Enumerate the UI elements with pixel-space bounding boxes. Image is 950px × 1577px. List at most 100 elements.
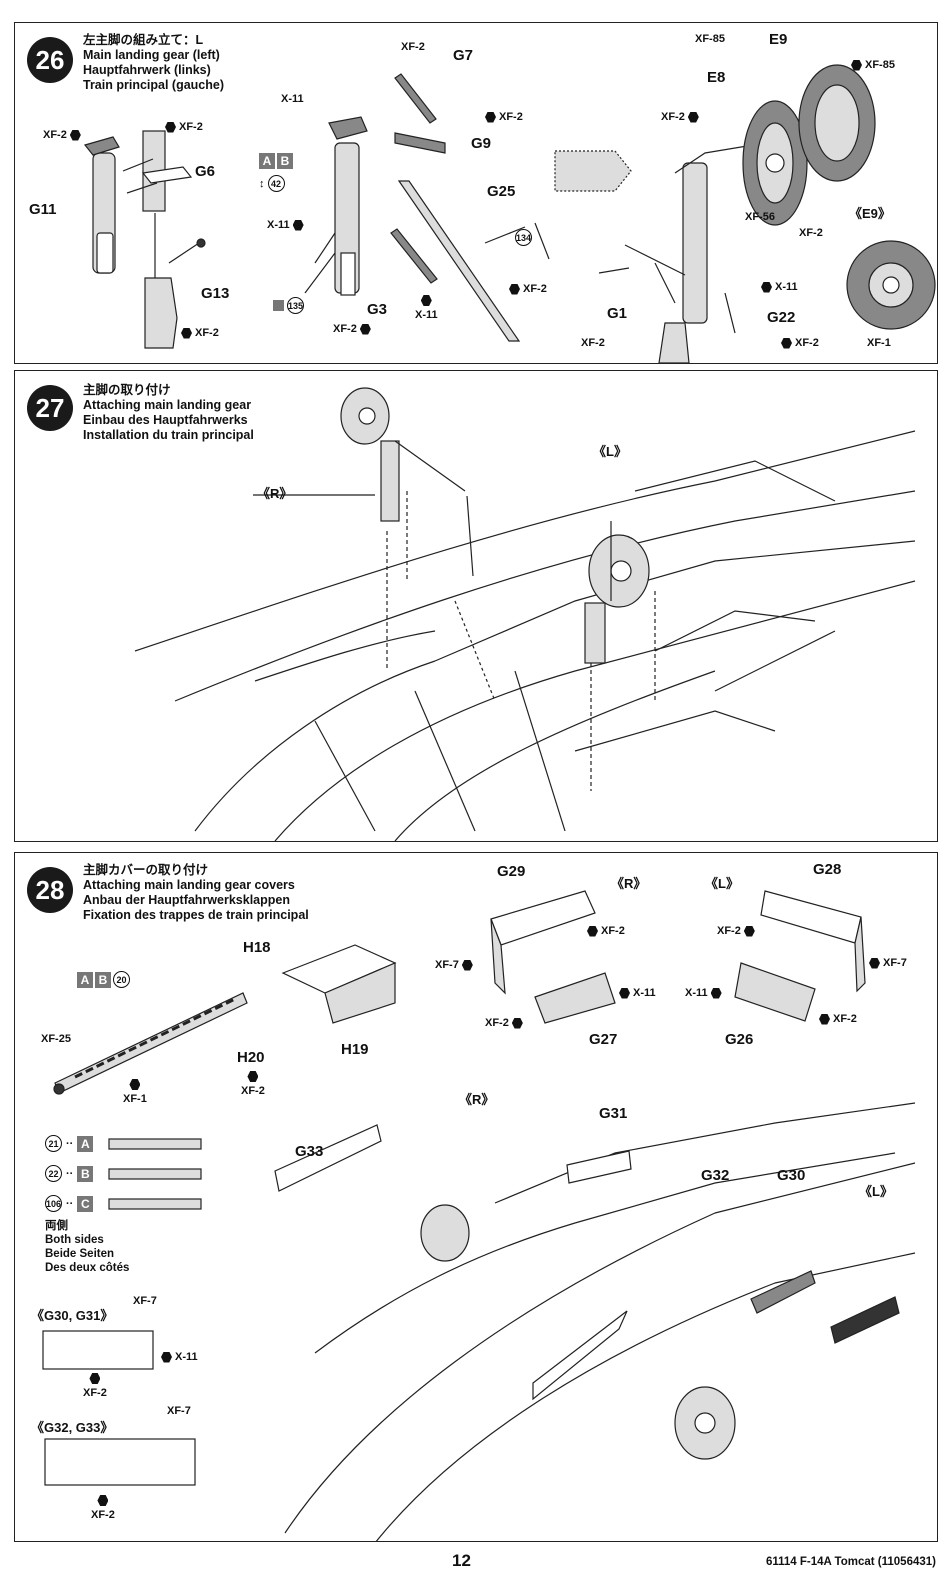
paint-xf85-b: XF-85	[851, 59, 895, 71]
inset-g32-g33-label: 《G32, G33》	[31, 1420, 114, 1435]
step-27-panel: 27 主脚の取り付け Attaching main landing gear E…	[14, 370, 938, 842]
paint-icon	[129, 1079, 141, 1090]
step-26-title: 左主脚の組み立て：L Main landing gear (left) Haup…	[83, 33, 224, 93]
paint-xf2-26f: XF-2	[333, 323, 371, 335]
inset-g30-g31-label: 《G30, G31》	[31, 1308, 114, 1323]
step-26-title-en: Main landing gear (left)	[83, 48, 220, 62]
decal-number: 42	[267, 175, 285, 192]
paint-xf2-26b: XF-2	[165, 121, 203, 133]
paint-icon	[461, 959, 473, 971]
part-g32-label: G32	[701, 1167, 730, 1184]
step-26-drawing	[83, 64, 936, 363]
paint-code: XF-2	[499, 111, 523, 123]
paint-code: X-11	[633, 987, 656, 999]
paint-icon	[687, 111, 699, 123]
part-g11-label: G11	[29, 201, 57, 218]
paint-xf7-28b: XF-7	[869, 957, 907, 969]
page-number: 12	[452, 1551, 471, 1570]
step-28-title: 主脚カバーの取り付け Attaching main landing gear c…	[83, 863, 309, 923]
paint-icon	[710, 987, 722, 999]
decal-number: 22	[45, 1165, 62, 1182]
product-code: 61114 F-14A Tomcat (11056431)	[765, 1556, 936, 1568]
paint-icon	[420, 295, 432, 306]
part-g26-label: G26	[725, 1031, 754, 1048]
part-g7-label: G7	[453, 47, 474, 64]
paint-xf7-28c: XF-7	[133, 1295, 157, 1307]
paint-icon	[161, 1351, 172, 1363]
paint-code: XF-85	[695, 33, 725, 45]
side-tag-left-27: 《L》	[593, 444, 627, 459]
side-tag-right-28a: 《R》	[611, 876, 647, 891]
paint-code: XF-1	[123, 1093, 147, 1105]
side-tag-left-28b: 《L》	[859, 1184, 893, 1199]
decal-42: ↕42	[259, 175, 285, 192]
step-27-drawing	[134, 387, 916, 841]
paint-xf2-28e: XF-2	[241, 1071, 265, 1097]
paint-x11-26b: X-11	[267, 219, 304, 231]
decal-134: 134	[515, 229, 532, 246]
part-g31-label: G31	[599, 1105, 628, 1122]
marker-a: A	[77, 971, 93, 988]
paint-xf2-28d: XF-2	[819, 1013, 857, 1025]
step-27-title-en: Attaching main landing gear	[83, 398, 252, 412]
paint-code: XF-2	[241, 1085, 265, 1097]
marker-a: A	[77, 1135, 94, 1152]
paint-code: XF-2	[833, 1013, 857, 1025]
paint-code: X-11	[415, 309, 438, 321]
step-28-panel: 28 主脚カバーの取り付け Attaching main landing gea…	[14, 852, 938, 1542]
paint-code: XF-25	[41, 1033, 71, 1045]
decal-number: 134	[515, 229, 532, 246]
paint-xf2-28g: XF-2	[91, 1495, 115, 1521]
part-h18-label: H18	[243, 939, 271, 956]
paint-icon	[743, 925, 755, 937]
both-sides-jp: 両側	[45, 1220, 68, 1232]
step-28-title-de: Anbau der Hauptfahrwerksklappen	[83, 893, 290, 907]
paint-xf7-28d: XF-7	[167, 1405, 191, 1417]
decal-number: 135	[287, 297, 304, 314]
paint-x11-26a: X-11	[281, 93, 304, 105]
paint-xf2-28b: XF-2	[485, 1017, 523, 1029]
paint-icon	[509, 283, 520, 295]
part-g22-label: G22	[767, 309, 796, 326]
paint-code: XF-2	[799, 227, 823, 239]
paint-code: XF-7	[435, 959, 459, 971]
ab-marker-28: A B 20	[77, 971, 130, 988]
paint-x11-26d: X-11	[761, 281, 798, 293]
paint-code: XF-2	[195, 327, 219, 339]
paint-code: XF-85	[865, 59, 895, 71]
step-28-title-jp: 主脚カバーの取り付け	[83, 863, 209, 877]
paint-code: XF-2	[179, 121, 203, 133]
marker-a: A	[259, 153, 275, 169]
paint-xf1-28: XF-1	[123, 1079, 147, 1105]
paint-code: XF-2	[581, 337, 605, 349]
paint-xf2-26h: XF-2	[661, 111, 699, 123]
paint-icon	[97, 1495, 109, 1506]
decal-icon	[273, 300, 284, 311]
side-tag-right-28b: 《R》	[459, 1092, 495, 1107]
part-e9-alt-label: 《E9》	[849, 206, 891, 221]
paint-icon	[587, 925, 598, 937]
paint-icon	[89, 1373, 101, 1384]
paint-icon	[819, 1013, 830, 1025]
paint-xf2-26d: XF-2	[401, 41, 425, 53]
paint-code: XF-2	[91, 1509, 115, 1521]
marker-b: B	[77, 1165, 94, 1182]
paint-xf85-a: XF-85	[695, 33, 725, 45]
decal-number: 21	[45, 1135, 62, 1152]
part-g1-label: G1	[607, 305, 628, 322]
decal-legend-22: 22··B	[45, 1165, 94, 1182]
paint-icon	[511, 1017, 523, 1029]
paint-icon	[485, 111, 496, 123]
part-g30-label: G30	[777, 1167, 806, 1184]
paint-xf56: XF-56	[745, 211, 775, 223]
paint-code: XF-7	[167, 1405, 191, 1417]
paint-code: XF-2	[717, 925, 741, 937]
paint-icon	[292, 219, 304, 231]
paint-icon	[851, 59, 862, 71]
marker-b: B	[277, 153, 293, 169]
paint-xf2-26c: XF-2	[181, 327, 219, 339]
step-28-drawing	[42, 890, 916, 1541]
step-27-title-jp: 主脚の取り付け	[83, 383, 171, 397]
paint-code: XF-2	[601, 925, 625, 937]
part-g25-label: G25	[487, 183, 516, 200]
